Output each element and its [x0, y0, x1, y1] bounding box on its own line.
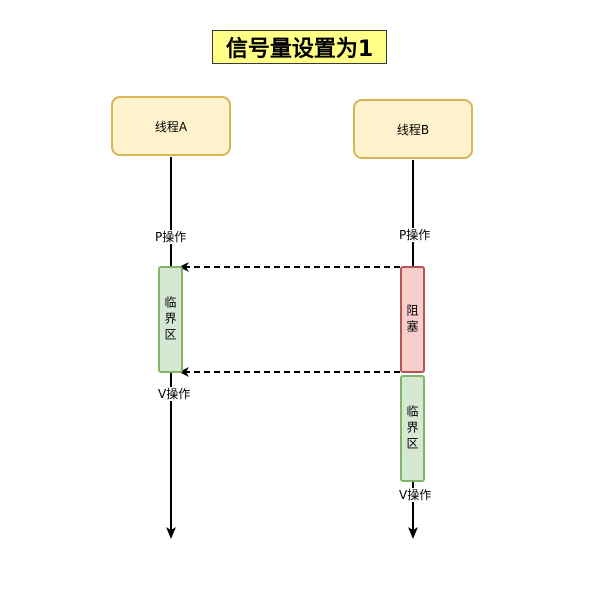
thread-a-critical-section-label: 临界区 — [163, 295, 177, 344]
thread-b-blocked-section: 阻塞 — [400, 266, 425, 373]
dashed-arrow-top-head — [179, 262, 189, 272]
thread-b-blocked-label: 阻塞 — [405, 303, 419, 336]
thread-b-p-operation-label: P操作 — [398, 228, 432, 242]
thread-a-box: 线程A — [111, 96, 231, 156]
thread-a-critical-section: 临界区 — [158, 266, 183, 373]
thread-a-p-operation-label: P操作 — [154, 230, 188, 244]
lifeline-b-arrowhead — [408, 527, 418, 539]
dashed-arrow-bottom-head — [179, 367, 189, 377]
thread-b-label: 线程B — [396, 122, 430, 137]
thread-b-critical-section-label: 临界区 — [405, 404, 419, 453]
thread-a-v-operation-label: V操作 — [157, 387, 192, 401]
thread-b-box: 线程B — [353, 99, 473, 159]
thread-a-label: 线程A — [154, 119, 188, 134]
thread-b-v-operation-label: V操作 — [398, 488, 433, 502]
lifeline-a-arrowhead — [166, 527, 176, 539]
thread-b-critical-section: 临界区 — [400, 375, 425, 482]
diagram-title: 信号量设置为1 — [212, 30, 387, 64]
